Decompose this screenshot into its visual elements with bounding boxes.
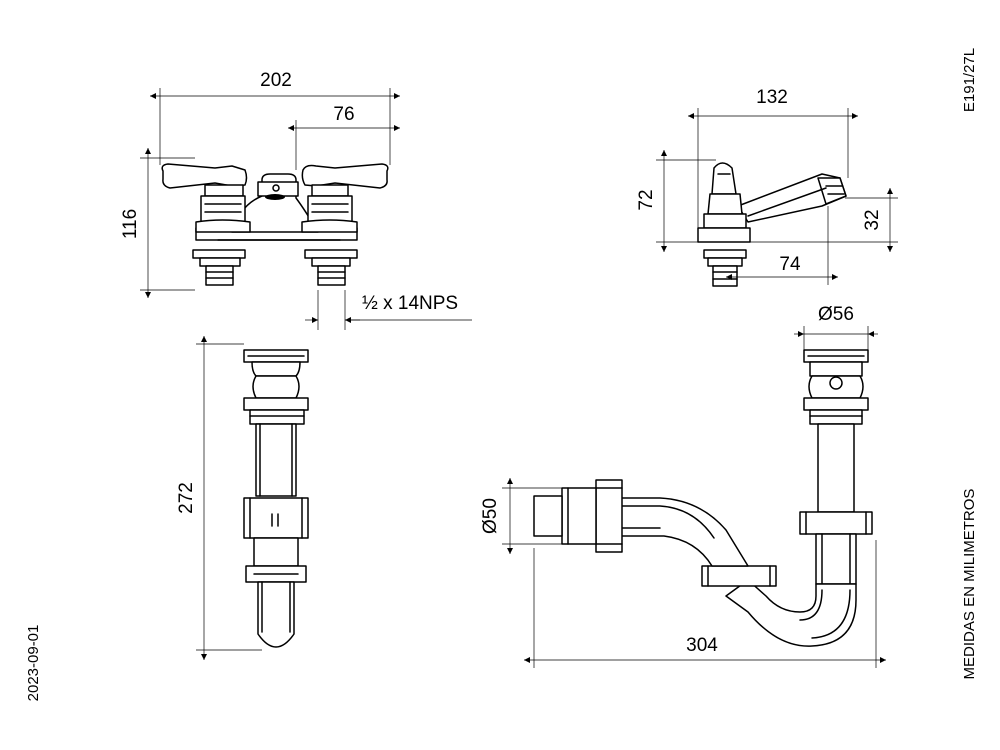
faucet-front-view (161, 163, 389, 286)
faucet-side-dimensions (656, 108, 898, 285)
dim-spout-body-height: 72 (636, 189, 657, 210)
dim-spout-length: 132 (756, 87, 788, 108)
dim-drain-height: 272 (176, 482, 197, 514)
dim-drain-diameter: Ø56 (818, 304, 854, 325)
dim-faucet-total-width: 202 (260, 70, 292, 91)
trap-view (533, 349, 873, 647)
drain-view (243, 349, 309, 648)
units-note: MEDIDAS EN MILIMETROS (961, 489, 978, 680)
dim-spout-outlet-height: 32 (862, 209, 883, 230)
dim-trap-outlet-diameter: Ø50 (480, 498, 501, 534)
dim-faucet-height: 116 (120, 209, 141, 239)
dim-trap-width: 304 (686, 635, 718, 656)
drain-dimensions (196, 336, 262, 660)
dim-spout-reach: 74 (779, 254, 801, 275)
faucet-side-view (697, 162, 847, 287)
drawing-date: 2023-09-01 (25, 625, 42, 702)
faucet-front-dimensions (140, 88, 472, 330)
trap-dimensions (502, 326, 886, 668)
drawing-code: E191/27L (961, 48, 978, 112)
dim-faucet-center-offset: 76 (333, 104, 354, 125)
dim-thread-spec: ½ x 14NPS (362, 293, 458, 314)
